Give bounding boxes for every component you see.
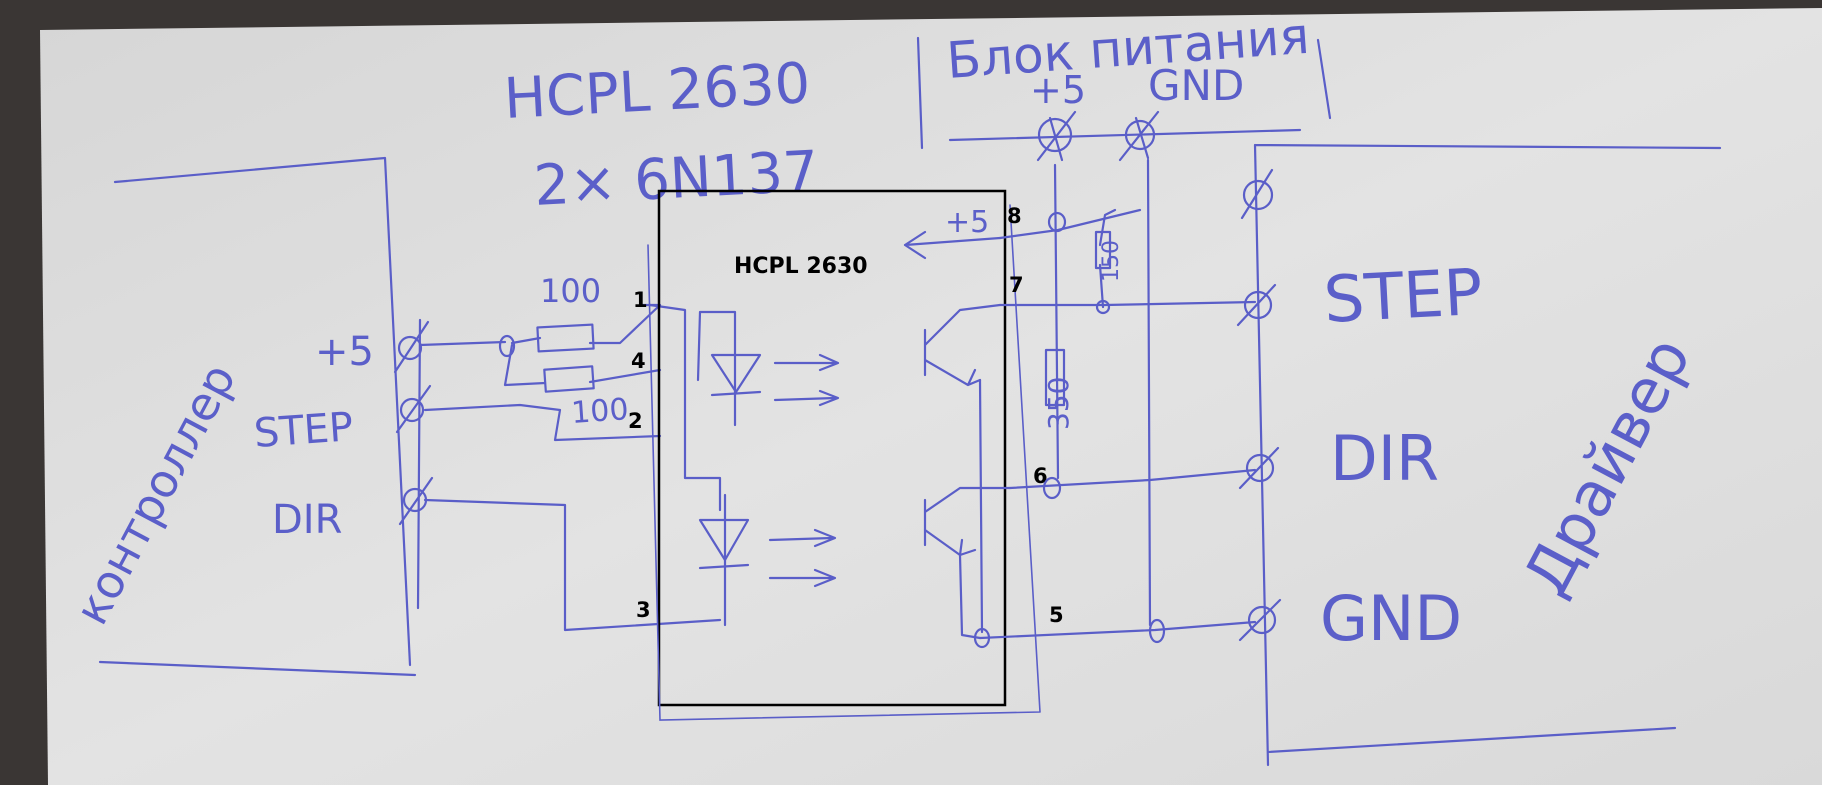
resistor-r1 <box>536 323 595 353</box>
ic-vcc-arrow <box>903 230 1002 260</box>
resistor-r1-value: 100 <box>540 272 601 310</box>
ic-package <box>657 189 1007 707</box>
chip-alt-title: 2× 6N137 <box>532 139 820 219</box>
psu-terminal-gnd <box>1118 110 1160 162</box>
input-wiring <box>418 303 722 632</box>
resistor-r2-value: 100 <box>570 392 630 431</box>
driver-term-step: STEP <box>1322 256 1484 338</box>
controller-term-plus5: +5 <box>315 329 374 375</box>
driver-term-gnd: GND <box>1320 582 1462 655</box>
ic-pin-2: 2 <box>628 409 643 433</box>
controller-term-dir: DIR <box>272 497 342 543</box>
driver-term-dir: DIR <box>1330 422 1439 495</box>
psu-plus-label: +5 <box>1030 68 1086 112</box>
ic-vcc-label: +5 <box>945 205 989 240</box>
ic-pin-3: 3 <box>636 598 651 622</box>
psu-terminal-plus <box>1036 110 1077 162</box>
ic-sketch-outline <box>647 204 1041 721</box>
ic-pin-6: 6 <box>1033 464 1048 488</box>
ic-internal-led-1 <box>696 310 840 427</box>
resistor-pullup-top-value: 150 <box>1099 240 1124 282</box>
ic-pin-4: 4 <box>631 349 646 373</box>
chip-name-title: HCPL 2630 <box>502 51 811 132</box>
resistor-pullup-mid <box>1044 348 1066 407</box>
ic-internal-transistor-1 <box>923 303 1002 387</box>
ic-internal-led-2 <box>698 493 837 627</box>
controller-terminal-marks <box>393 320 434 526</box>
ic-pin-7: 7 <box>1009 273 1024 297</box>
driver-terminal-marks <box>1236 168 1282 642</box>
resistor-pullup-mid-value: 350 <box>1042 377 1075 430</box>
resistor-pullup-top <box>1094 230 1112 270</box>
paper-sheet <box>40 8 1822 785</box>
ic-pin-8: 8 <box>1007 204 1022 228</box>
ic-pin-5: 5 <box>1049 603 1064 627</box>
controller-outline <box>98 156 422 677</box>
ic-pin-1: 1 <box>633 288 648 312</box>
output-wiring <box>973 158 1257 649</box>
resistor-r2 <box>543 365 595 393</box>
ic-label: HCPL 2630 <box>734 254 868 279</box>
controller-term-step: STEP <box>252 404 354 457</box>
psu-gnd-label: GND <box>1148 61 1244 110</box>
